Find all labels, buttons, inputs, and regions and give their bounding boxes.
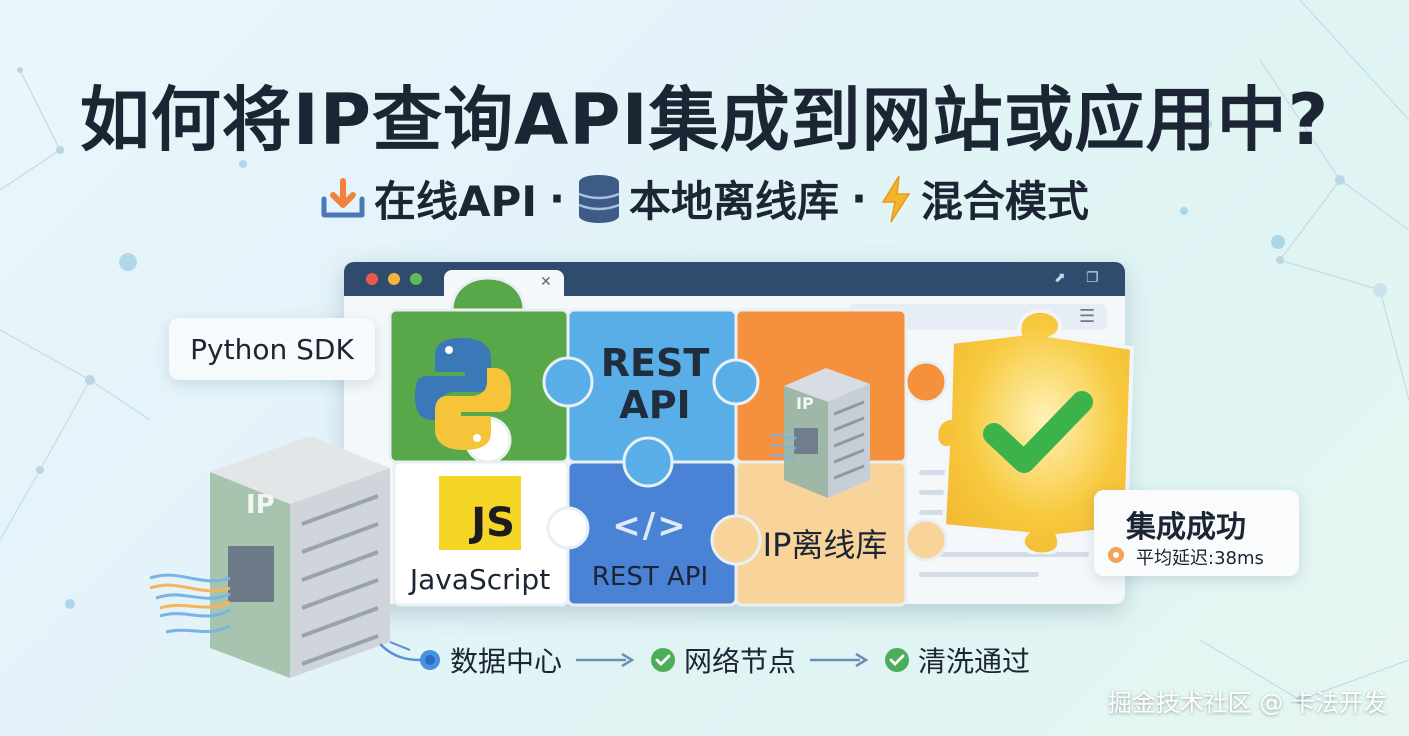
code-icon: </>	[612, 506, 688, 546]
subtitle-hybrid: 混合模式	[920, 177, 1089, 226]
checkmark-icon	[983, 391, 1093, 473]
lightning-icon	[879, 174, 913, 224]
server-icon	[150, 436, 410, 678]
flow-step-datacenter: 数据中心	[450, 645, 563, 678]
subtitle: 在线API · 本地离线库 · 混合模式	[0, 168, 1409, 229]
python-logo-icon	[415, 338, 511, 450]
download-icon	[320, 177, 366, 221]
tab-close-icon[interactable]: ✕	[540, 274, 552, 290]
server-label: IP	[246, 490, 275, 520]
watermark: 掘金技术社区 @ 卡法开发	[1107, 689, 1387, 717]
menu-icon[interactable]: ☰	[1079, 306, 1096, 327]
puzzle-grid	[388, 276, 948, 607]
latency-dot-icon	[1108, 547, 1124, 563]
latency-text: 平均延迟:38ms	[1136, 548, 1264, 569]
subtitle-local-db: 本地离线库	[628, 177, 839, 226]
javascript-label: JavaScript	[409, 563, 551, 596]
rest-api-label: REST API	[591, 562, 709, 592]
flow-steps: 数据中心 网络节点 清洗通过	[418, 640, 1030, 680]
minimize-dot[interactable]	[388, 273, 400, 285]
success-title: 集成成功	[1126, 510, 1246, 545]
arrow-right-icon	[576, 652, 635, 668]
mini-server-label: IP	[796, 394, 814, 413]
ip-offline-db-label: IP离线库	[762, 526, 888, 564]
share-icon[interactable]: ⬈	[1054, 270, 1066, 286]
check-circle-icon	[651, 648, 676, 672]
subtitle-online-api: 在线API	[374, 177, 537, 226]
page-title: 如何将IP查询API集成到网站或应用中?	[79, 79, 1330, 161]
arrow-right-icon	[810, 652, 869, 668]
content-line	[919, 552, 1089, 557]
flow-step-network-node: 网络节点	[684, 645, 797, 678]
integration-success-card: 集成成功 平均延迟:38ms	[1094, 490, 1299, 576]
close-dot[interactable]	[366, 273, 378, 285]
subtitle-separator: ·	[548, 174, 565, 223]
database-icon	[577, 174, 621, 224]
maximize-dot[interactable]	[410, 273, 422, 285]
success-puzzle-piece	[936, 308, 1135, 554]
subtitle-separator: ·	[850, 174, 867, 223]
js-logo-icon: JS	[439, 476, 521, 550]
check-circle-icon	[885, 648, 910, 672]
python-sdk-badge: Python SDK	[169, 318, 375, 380]
copy-icon[interactable]: ❐	[1086, 270, 1099, 286]
connector-line	[380, 643, 421, 662]
flow-step-cleaned: 清洗通过	[918, 645, 1031, 678]
content-line	[919, 572, 1039, 577]
blue-dot-icon	[420, 650, 440, 670]
mini-server-icon	[770, 368, 870, 498]
